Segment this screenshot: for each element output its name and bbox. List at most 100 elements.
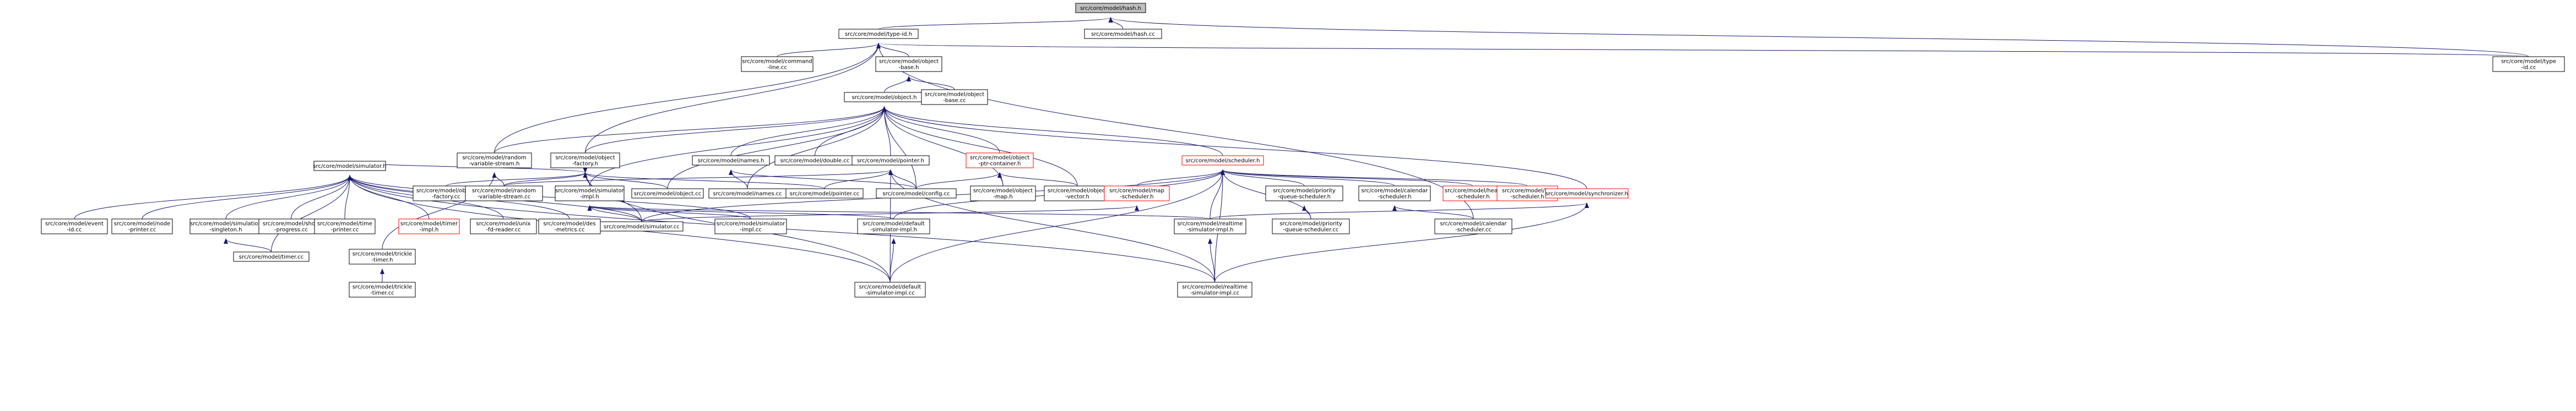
node-label: -factory.h <box>572 161 598 167</box>
node-object-factory-h[interactable]: src/core/model/object-factory.h <box>550 152 620 168</box>
edge-calendar_scheduler_h-to-calendar_scheduler_cc <box>1392 205 1474 220</box>
node-object-ptr-container-h[interactable]: src/core/model/object-ptr-container.h <box>966 152 1034 168</box>
node-show-progress-cc[interactable]: src/core/model/show-progress.cc <box>258 218 324 234</box>
node-box <box>1545 188 1629 199</box>
node-label: src/core/model/names.cc <box>713 191 782 197</box>
node-box <box>1084 29 1162 39</box>
edge-object_h-to-synchronizer_h <box>882 106 1587 189</box>
node-default-simulator-impl-h[interactable]: src/core/model/default-simulator-impl.h <box>857 218 930 234</box>
node-label: src/core/model/pointer.cc <box>790 191 860 197</box>
node-names-cc[interactable]: src/core/model/names.cc <box>708 188 787 199</box>
node-label: src/core/model/object <box>879 59 939 65</box>
node-box <box>921 89 988 105</box>
node-label: src/core/model/object <box>973 188 1033 194</box>
node-object-base-h[interactable]: src/core/model/object-base.h <box>875 56 942 72</box>
node-timer-cc[interactable]: src/core/model/timer.cc <box>233 251 310 262</box>
node-synchronizer-h[interactable]: src/core/model/synchronizer.h <box>1545 188 1629 199</box>
node-pointer-cc[interactable]: src/core/model/pointer.cc <box>785 188 864 199</box>
node-unix-fd-reader-cc[interactable]: src/core/model/unix-fd-reader.cc <box>470 218 537 234</box>
node-label: src/core/model/trickle <box>352 284 413 291</box>
node-label: -simulator-impl.h <box>1187 227 1234 233</box>
edge-type_id_h-to-calendar_scheduler_cc <box>876 43 1474 220</box>
edge-simulator_impl_h-to-realtime_simulator_impl_h <box>588 205 1211 220</box>
node-label: src/core/model/object <box>1048 188 1107 194</box>
node-label: -base.cc <box>943 98 966 104</box>
node-box <box>857 218 930 234</box>
node-realtime-simulator-impl-h[interactable]: src/core/model/realtime-simulator-impl.h <box>1174 218 1246 234</box>
node-box <box>555 185 625 201</box>
node-timer-impl-h[interactable]: src/core/model/timer-impl.h <box>398 218 460 234</box>
node-simulator-h[interactable]: src/core/model/simulator.h <box>313 161 387 171</box>
node-type-id-h[interactable]: src/core/model/type-id.h <box>838 29 919 39</box>
node-command-line-cc[interactable]: src/core/model/command-line.cc <box>741 56 814 72</box>
node-config-cc[interactable]: src/core/model/config.cc <box>876 188 957 199</box>
node-box <box>714 218 787 234</box>
node-label: src/core/model/calendar <box>1440 221 1507 227</box>
node-label: -ptr-container.h <box>979 161 1021 167</box>
node-simulator-impl-h[interactable]: src/core/model/simulator-impl.h <box>555 185 625 201</box>
node-box <box>692 155 770 166</box>
node-names-h[interactable]: src/core/model/names.h <box>692 155 770 166</box>
edge-object_h-to-object_map_h <box>882 106 1004 187</box>
node-random-variable-stream-h[interactable]: src/core/model/random-variable-stream.h <box>457 152 532 168</box>
node-trickle-timer-h[interactable]: src/core/model/trickle-timer.h <box>349 249 416 265</box>
edge-object_base_h-to-object_h <box>884 76 911 93</box>
edge-simulator_h-to-show_progress_cc <box>291 175 352 220</box>
edge-synchronizer_h-to-realtime_simulator_impl_h <box>1210 202 1589 220</box>
node-label: -factory.cc <box>432 194 460 200</box>
edge-object_h-to-names_cc <box>747 106 887 189</box>
edge-object_factory_h-to-random_variable_stream_cc <box>503 172 588 187</box>
node-pointer-h[interactable]: src/core/model/pointer.h <box>852 155 930 166</box>
node-random-variable-stream-cc[interactable]: src/core/model/random-variable-stream.cc <box>465 185 543 201</box>
node-object-h[interactable]: src/core/model/object.h <box>844 92 925 102</box>
node-object-cc[interactable]: src/core/model/object.cc <box>631 188 704 199</box>
node-label: -impl.h <box>420 227 439 233</box>
node-map-scheduler-h[interactable]: src/core/model/map-scheduler.h <box>1104 185 1170 201</box>
node-event-id-cc[interactable]: src/core/model/event-id.cc <box>41 218 108 234</box>
node-label: src/core/model/timer.cc <box>239 254 303 260</box>
node-label: src/core/model/simulator.h <box>313 163 386 169</box>
node-priority-queue-scheduler-h[interactable]: src/core/model/priority-queue-scheduler.… <box>1265 185 1343 201</box>
edge-object_h-to-simulator_impl_h <box>589 106 887 187</box>
node-label: -queue-scheduler.h <box>1278 194 1331 200</box>
node-label: src/core/model/realtime <box>1177 221 1243 227</box>
node-scheduler-h[interactable]: src/core/model/scheduler.h <box>1181 155 1264 166</box>
node-box <box>189 218 262 234</box>
edge-simulator_h-to-time_printer_cc <box>344 175 352 220</box>
node-priority-queue-scheduler-cc[interactable]: src/core/model/priority-queue-scheduler.… <box>1272 218 1350 234</box>
node-box <box>314 218 376 234</box>
edge-default_simulator_impl_h-to-default_simulator_impl_cc <box>890 238 896 283</box>
edge-simulator_h-to-node_printer_cc <box>142 175 352 220</box>
node-object-vector-h[interactable]: src/core/model/object-vector.h <box>1044 185 1111 201</box>
node-calendar-scheduler-cc[interactable]: src/core/model/calendar-scheduler.cc <box>1434 218 1512 234</box>
node-simulator-impl-cc[interactable]: src/core/model/simulator-impl.cc <box>714 218 787 234</box>
node-label: -simulator-impl.h <box>870 227 917 233</box>
node-label: src/core/model/simulator <box>555 188 625 194</box>
node-node-printer-cc[interactable]: src/core/model/node-printer.cc <box>111 218 173 234</box>
node-realtime-simulator-impl-cc[interactable]: src/core/model/realtime-simulator-impl.c… <box>1177 282 1252 298</box>
node-type-id-cc[interactable]: src/core/model/type-id.cc <box>2492 56 2565 72</box>
edge-object_h-to-object_cc <box>667 106 887 189</box>
edge-simulator_h-to-simulation_singleton_h <box>225 175 352 220</box>
node-calendar-scheduler-h[interactable]: src/core/model/calendar-scheduler.h <box>1358 185 1431 201</box>
node-label: -scheduler.h <box>1456 194 1489 200</box>
node-trickle-timer-cc[interactable]: src/core/model/trickle-timer.cc <box>349 282 416 298</box>
node-object-map-h[interactable]: src/core/model/object-map.h <box>970 185 1036 201</box>
node-heap-scheduler-h[interactable]: src/core/model/heap-scheduler.h <box>1442 185 1503 201</box>
edge-object_h-to-scheduler_h <box>882 106 1223 156</box>
node-box <box>1442 185 1503 201</box>
node-object-base-cc[interactable]: src/core/model/object-base.cc <box>921 89 988 105</box>
node-default-simulator-impl-cc[interactable]: src/core/model/default-simulator-impl.cc <box>854 282 926 298</box>
node-simulator-cc[interactable]: src/core/model/simulator.cc <box>600 221 684 232</box>
node-box <box>1181 155 1264 166</box>
node-des-metrics-cc[interactable]: src/core/model/des-metrics.cc <box>538 218 601 234</box>
node-double-cc[interactable]: src/core/model/double.cc <box>774 155 855 166</box>
node-label: src/core/model/synchronizer.h <box>1545 191 1628 197</box>
node-label: -map.h <box>993 194 1012 200</box>
edge-random_variable_stream_h-to-random_variable_stream_cc <box>492 172 505 187</box>
node-hash-cc[interactable]: src/core/model/hash.cc <box>1084 29 1162 39</box>
node-hash-h[interactable]: src/core/model/hash.h <box>1075 3 1146 13</box>
node-simulation-singleton-h[interactable]: src/core/model/simulation-singleton.h <box>189 218 262 234</box>
node-time-printer-cc[interactable]: src/core/model/time-printer.cc <box>314 218 376 234</box>
node-label: -progress.cc <box>274 227 308 233</box>
